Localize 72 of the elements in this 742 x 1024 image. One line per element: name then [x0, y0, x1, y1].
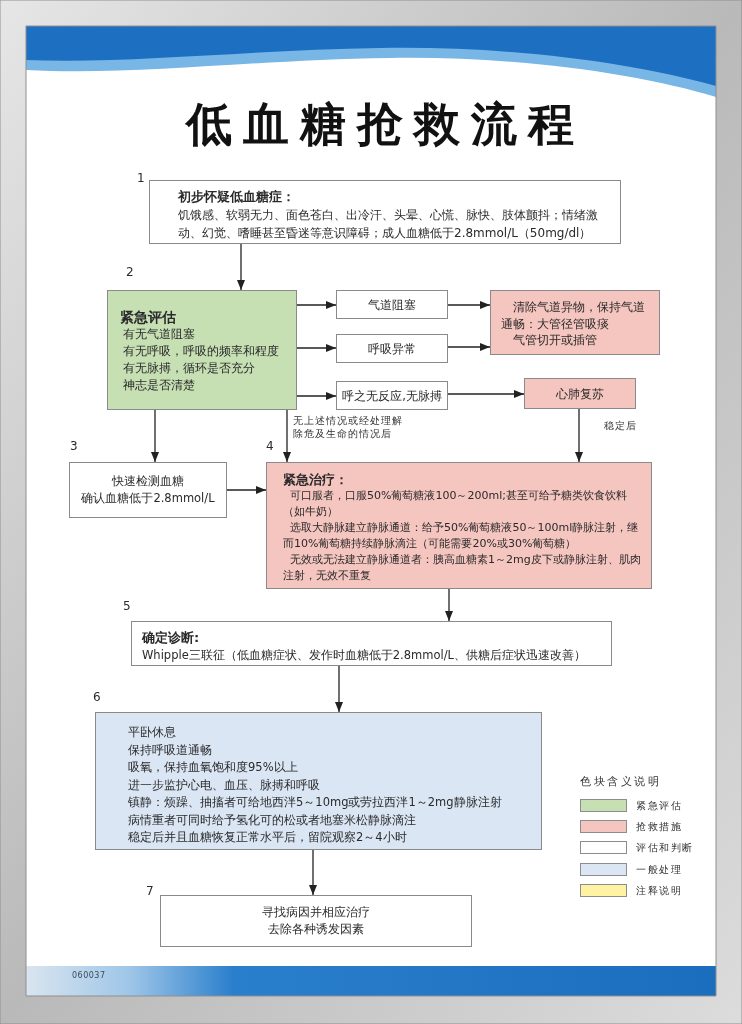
process-box — [95, 712, 542, 850]
arrow — [296, 301, 337, 309]
legend-label: 紧急评估 — [636, 799, 683, 813]
box-text: 心肺复苏 — [556, 385, 604, 402]
process-box — [336, 290, 448, 319]
box-text: 呼之无反应,无脉搏 — [342, 387, 442, 404]
arrow — [237, 243, 245, 291]
legend-label: 一般处理 — [636, 862, 683, 877]
process-box — [266, 462, 652, 589]
box-text: 有无气道阻塞 — [122, 326, 196, 343]
process-box — [336, 381, 448, 410]
box-heading: 初步怀疑低血糖症： — [178, 188, 296, 206]
box-text: 有无脉搏，循环是否充分 — [122, 360, 256, 377]
box-text: 无效或无法建立静脉通道者：胰高血糖素1～2mg皮下或静脉注射、肌肉注射，无效不重复 — [283, 552, 642, 584]
process-box — [160, 895, 472, 947]
arrow — [447, 390, 525, 398]
process-box — [524, 378, 636, 409]
legend-title: 色块含义说明 — [580, 774, 662, 789]
box-text: 可口服者，口服50%葡萄糖液100～200ml;甚至可给予糖类饮食饮料（如牛奶） — [283, 488, 628, 520]
arrow — [447, 343, 491, 351]
box-text: 神志是否清楚 — [122, 377, 196, 394]
box-text: 气管切开或插管 — [512, 332, 598, 349]
code-number: 060037 — [72, 970, 106, 982]
legend-label: 抢救措施 — [636, 820, 683, 835]
step-number: 5 — [123, 599, 131, 613]
box-heading: 紧急治疗： — [283, 471, 349, 488]
process-box — [131, 621, 612, 666]
box-text: 清除气道异物，保持气道通畅：大管径管吸痰 — [501, 299, 646, 332]
box-text: 去除各种诱发因素 — [268, 921, 364, 938]
arrow — [151, 409, 159, 463]
box-text: 进一步监护心电、血压、脉搏和呼吸 — [128, 776, 321, 794]
box-text: 选取大静脉建立静脉通道：给予50%葡萄糖液50～100ml静脉注射，继而10%葡萄糖持续静脉滴注（可能需要20%或30%葡萄糖） — [283, 520, 640, 552]
arrow — [296, 392, 337, 400]
box-text: 快速检测血糖 — [112, 473, 184, 490]
box-text: 寻找病因并相应治疗 — [262, 904, 370, 921]
box-heading: 确定诊断: — [142, 629, 201, 647]
process-box — [490, 290, 660, 355]
process-box — [336, 334, 448, 363]
box-text: 呼吸异常 — [368, 340, 416, 357]
box-text: 吸氧，保持血氧饱和度95%以上 — [128, 759, 299, 776]
step-number: 2 — [126, 265, 134, 279]
step-number: 6 — [93, 690, 101, 704]
box-text: Whipple三联征（低血糖症状、发作时血糖低于2.8mmol/L、供糖后症状迅速改善） — [142, 647, 587, 664]
step-number: 7 — [146, 884, 154, 898]
step-number: 1 — [137, 171, 145, 185]
box-text: 稳定后并且血糖恢复正常水平后，留院观察2～4小时 — [128, 829, 408, 846]
arrow — [335, 665, 343, 713]
box-text: 保持呼吸道通畅 — [128, 741, 213, 759]
title: 低血糖抢救流程 — [184, 96, 585, 152]
box-text: 气道阻塞 — [368, 296, 416, 313]
arrow — [575, 408, 583, 463]
box-heading: 紧急评估 — [120, 308, 177, 326]
edge-label: 稳定后 — [604, 419, 637, 432]
arrow — [296, 344, 337, 352]
box-text: 平卧休息 — [128, 724, 177, 741]
process-box — [107, 290, 297, 410]
arrow — [283, 409, 291, 463]
process-box — [69, 462, 227, 518]
box-text: 饥饿感、软弱无力、面色苍白、出冷汗、头晕、心慌、脉快、肢体颤抖；情绪激动、幻觉、嗜睡甚至昏迷等意识障碍；成人血糖低于2.8mmol/L（50mg/dl） — [178, 207, 599, 242]
arrow — [447, 301, 491, 309]
arrow — [309, 849, 317, 896]
legend-label: 注释说明 — [636, 883, 683, 898]
process-box — [149, 180, 621, 244]
arrow — [226, 486, 267, 494]
legend-label: 评估和判断 — [636, 841, 694, 856]
box-text: 病情重者可同时给予氢化可的松或者地塞米松静脉滴注 — [128, 811, 417, 829]
box-text: 确认血糖低于2.8mmol/L — [81, 490, 215, 507]
arrow — [445, 588, 453, 622]
box-text: 有无呼吸，呼吸的频率和程度 — [122, 343, 280, 360]
step-number: 3 — [70, 439, 78, 453]
step-number: 4 — [266, 439, 274, 453]
box-text: 镇静：烦躁、抽搐者可给地西泮5～10mg或劳拉西泮1～2mg静脉注射 — [128, 794, 503, 811]
